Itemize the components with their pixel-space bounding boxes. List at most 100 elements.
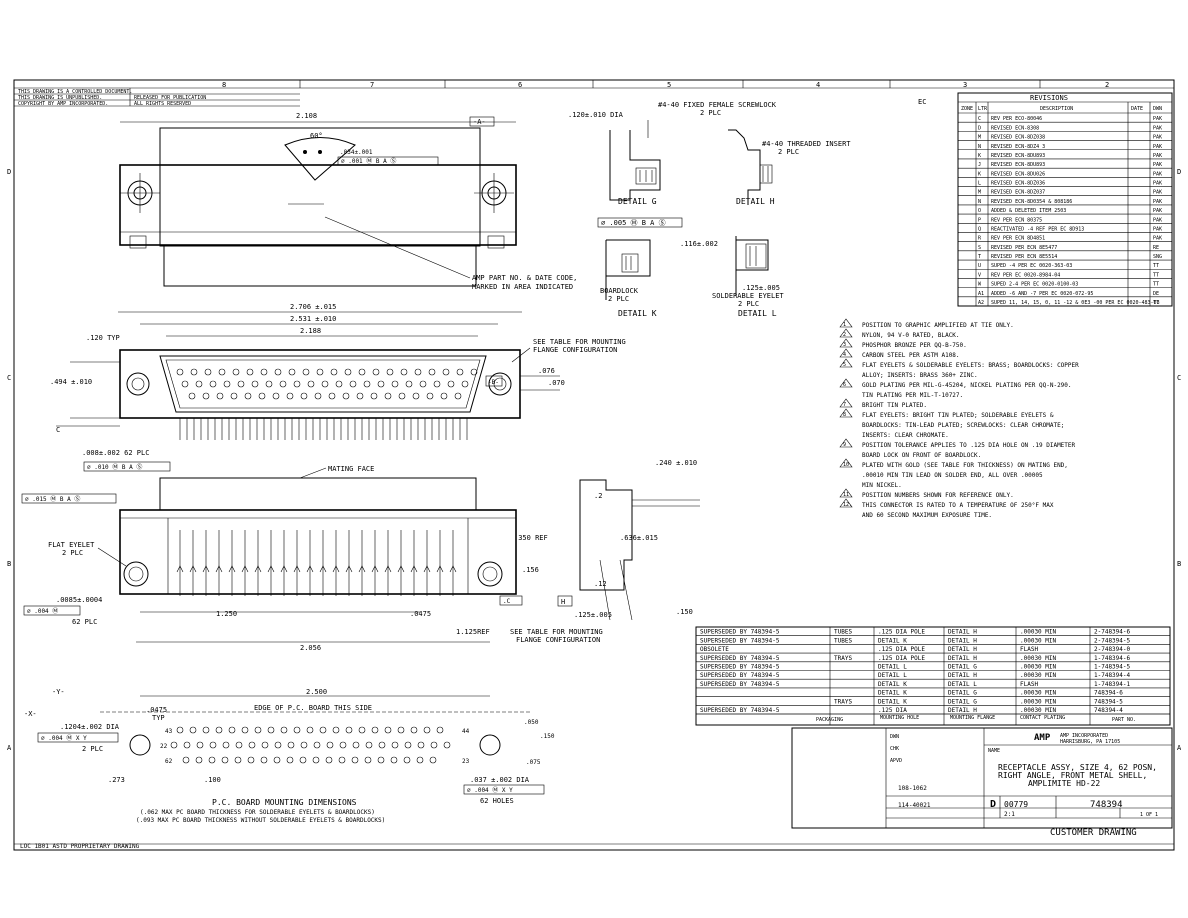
front-pin-hole xyxy=(286,392,294,400)
title-prod-spec: 108-1062 xyxy=(898,785,927,792)
front-plc: .008±.002 62 PLC xyxy=(82,449,149,457)
part-row-cell: TRAYS xyxy=(834,655,852,662)
pcb-hole xyxy=(332,726,340,734)
note-flag-icon xyxy=(839,348,853,358)
revision-row-ltr: N xyxy=(978,144,981,150)
front-pin-hole xyxy=(260,368,268,376)
revision-row-dwn: PAK xyxy=(1153,181,1162,187)
note-number: 2 xyxy=(843,332,846,338)
front-pin-hole xyxy=(216,392,224,400)
zone-right-d: D xyxy=(1177,168,1181,176)
part-row-cell: 2-748394-0 xyxy=(1094,646,1131,653)
front-pin-array xyxy=(176,368,478,400)
side-contact-tip xyxy=(384,565,392,573)
pcb-hole xyxy=(300,741,308,749)
detail-k-callout: BOARDLOCK xyxy=(600,287,639,295)
note-text: INSERTS: CLEAR CHROMATE. xyxy=(862,432,949,439)
pcb-hole xyxy=(215,726,223,734)
detail-k-fcf: ⌀ .005 Ⓜ B A Ⓢ xyxy=(601,219,666,227)
part-head-plating: CONTACT PLATING xyxy=(1020,715,1065,721)
revision-row-dwn: PAK xyxy=(1153,116,1162,122)
revision-row-desc: REVISED ECN-8308 xyxy=(991,125,1039,131)
zone-left-a: A xyxy=(7,744,12,752)
header-line-2: THIS DRAWING IS UNPUBLISHED. xyxy=(18,95,102,101)
detail-l-dim: .116±.002 xyxy=(680,240,718,248)
pcb-hole xyxy=(416,756,424,764)
pcb-pin-fcf: ⌀ .004 Ⓜ X Y xyxy=(467,786,513,794)
pcb-hole xyxy=(293,726,301,734)
part-row-cell: SUPERSEDED BY 748394-5 xyxy=(700,629,780,636)
pcb-hole xyxy=(384,726,392,734)
zone-right-c: C xyxy=(1177,374,1181,382)
pcb-hole xyxy=(241,726,249,734)
front-see-table-1: SEE TABLE FOR MOUNTING xyxy=(533,338,626,346)
note-number: 10 xyxy=(843,462,849,468)
part-row-cell: .00030 MIN xyxy=(1020,672,1057,679)
front-pin-hole xyxy=(461,380,469,388)
drawing-border xyxy=(13,79,1175,851)
part-row-cell: DETAIL H xyxy=(948,646,977,653)
front-pin-hole xyxy=(377,380,385,388)
top-view-angle: 60° xyxy=(310,132,323,140)
side-contact-tip xyxy=(332,565,340,573)
pcb-hole xyxy=(352,741,360,749)
side-contact-tip xyxy=(423,565,431,573)
title-cage: 00779 xyxy=(1004,800,1028,809)
pcb-hole xyxy=(235,741,243,749)
note-text: POSITION TO GRAPHIC AMPLIFIED AT TIE ONL… xyxy=(862,322,1014,329)
rs-dim-636: .636±.015 xyxy=(620,534,658,542)
revision-row-dwn: DE xyxy=(1153,291,1159,297)
note-text: BOARDLOCKS: TIN-LEAD PLATED; SCREWLOCKS:… xyxy=(862,422,1064,429)
front-pin-hole xyxy=(440,392,448,400)
note-text: POSITION TOLERANCE APPLIES TO .125 DIA H… xyxy=(862,442,1076,449)
front-pin-hole xyxy=(454,392,462,400)
revision-row-ltr: S xyxy=(978,245,981,251)
pcb-hole xyxy=(202,726,210,734)
pcb-hole xyxy=(209,741,217,749)
top-view-overall-dim: 2.108 xyxy=(296,112,317,120)
side-contact-tip xyxy=(345,565,353,573)
revision-row-dwn: RE xyxy=(1153,245,1159,251)
note-flag-icon xyxy=(839,408,853,418)
pcb-hole xyxy=(351,756,359,764)
detail-k: ⌀ .005 Ⓜ B A Ⓢ BOARDLOCK 2 PLC DETAIL K xyxy=(597,217,683,318)
part-row-cell: 1-748394-5 xyxy=(1094,664,1131,671)
pcb-hole xyxy=(261,741,269,749)
note-number: 1 xyxy=(843,322,846,328)
front-pin-hole xyxy=(274,368,282,376)
revision-row-ltr: Q xyxy=(978,226,981,232)
note-text: POSITION NUMBERS SHOWN FOR REFERENCE ONL… xyxy=(862,492,1014,499)
front-pin-hole xyxy=(202,392,210,400)
zone-right-a: A xyxy=(1177,744,1182,752)
title-dwg-no: 748394 xyxy=(1090,800,1123,810)
front-pin-hole xyxy=(447,380,455,388)
revision-row-ltr: W xyxy=(978,282,982,288)
side-contact-tip xyxy=(319,565,327,573)
pcb-title: P.C. BOARD MOUNTING DIMENSIONS xyxy=(212,798,357,807)
front-pin-hole xyxy=(223,380,231,388)
front-pin-hole xyxy=(232,368,240,376)
front-typ: .120 TYP xyxy=(86,334,120,342)
front-see-table-2: FLANGE CONFIGURATION xyxy=(533,346,617,354)
detail-g-label: DETAIL G xyxy=(618,197,657,206)
pcb-hole xyxy=(196,741,204,749)
detail-h-callout-1: #4-40 FIXED FEMALE SCREWLOCK xyxy=(658,101,777,109)
detail-l-callout-b: 2 PLC xyxy=(738,300,759,308)
pcb-row-44: 44 xyxy=(462,728,470,735)
zone-right-b: B xyxy=(1177,560,1181,568)
title-company-sub-2: HARRISBURG, PA 17105 xyxy=(1060,739,1120,745)
pcb-row-23: 23 xyxy=(462,758,470,765)
front-pin-hole xyxy=(442,368,450,376)
part-row-cell: TRAYS xyxy=(834,698,852,705)
pcb-hole xyxy=(280,726,288,734)
side-see-table-1: SEE TABLE FOR MOUNTING xyxy=(510,628,603,636)
revision-row-desc: REVISED ECN-8DU893 xyxy=(991,153,1045,159)
part-row-cell: 1-748394-4 xyxy=(1094,672,1131,679)
rs-dim-240: .240 ±.010 xyxy=(655,459,697,467)
revision-row-dwn: PAK xyxy=(1153,199,1162,205)
revision-row-ltr: K xyxy=(978,171,981,177)
note-number: 3 xyxy=(843,342,846,348)
pcb-dim-left: .273 xyxy=(108,776,125,784)
part-row-cell: 748394-4 xyxy=(1094,707,1123,714)
